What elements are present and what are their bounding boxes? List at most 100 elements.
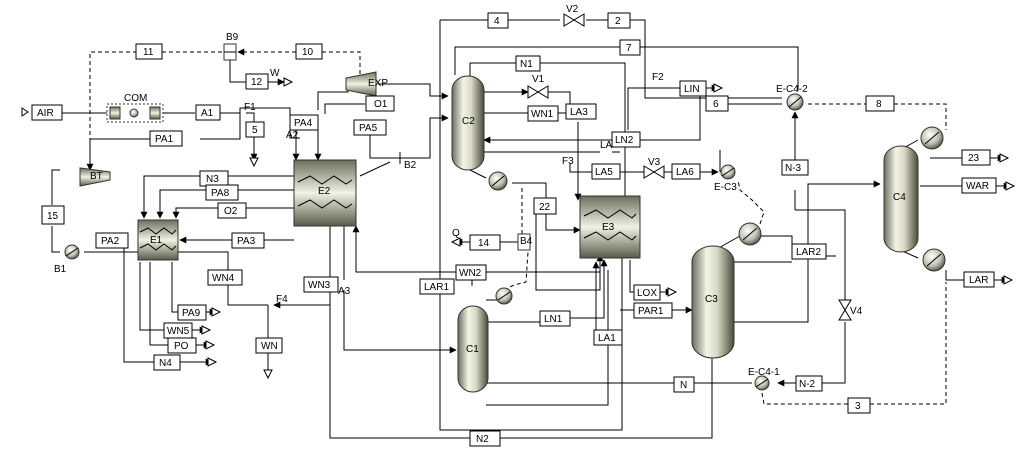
stream-box-pa9[interactable]: PA9 (177, 304, 207, 321)
stream-box-lar1[interactable]: LAR1 (419, 278, 455, 295)
valve-v4[interactable]: V4 (838, 299, 863, 321)
exchanger-ec41[interactable]: E-C4-1 (748, 367, 780, 391)
stream-box-22[interactable]: 22 (533, 197, 557, 215)
stream-line (227, 285, 268, 306)
stream-box-2[interactable]: 2 (607, 12, 631, 29)
stream-line (229, 60, 246, 83)
svg-text:PA2: PA2 (101, 236, 120, 247)
stream-box-pa2[interactable]: PA2 (95, 232, 129, 249)
stream-line (378, 83, 449, 100)
heat-exchanger-e1[interactable]: E1 (137, 219, 179, 261)
stream-box-o1[interactable]: O1 (365, 95, 395, 112)
valve-v3[interactable]: V3 (643, 157, 665, 179)
splitter-b9[interactable]: B9 (223, 32, 239, 61)
svg-text:LN2: LN2 (615, 135, 634, 146)
stream-box-10[interactable]: 10 (295, 43, 323, 60)
exchanger-ec3[interactable]: E-C3 (714, 164, 737, 193)
blower-bt[interactable]: BT (79, 167, 111, 187)
stream-box-n[interactable]: N (673, 376, 695, 393)
stream-line (200, 113, 241, 140)
stream-box-o2[interactable]: O2 (217, 202, 247, 219)
condenser-c1[interactable] (495, 287, 513, 305)
expander-exp[interactable]: EXP (345, 71, 388, 97)
stream-box-4[interactable]: 4 (487, 12, 509, 29)
reboiler-c4[interactable] (922, 248, 946, 272)
unit-label-f1: F1 (244, 102, 256, 113)
condenser-c4[interactable] (920, 126, 944, 150)
stream-box-wn1[interactable]: WN1 (527, 105, 559, 122)
stream-box-8[interactable]: 8 (865, 95, 895, 112)
svg-text:PA4: PA4 (294, 118, 313, 129)
stream-box-lin[interactable]: LIN (679, 80, 707, 97)
stream-box-la6[interactable]: LA6 (671, 163, 701, 180)
stream-box-pa1[interactable]: PA1 (149, 130, 183, 147)
stream-line (352, 225, 456, 273)
stream-box-11[interactable]: 11 (135, 43, 163, 60)
stream-box-7[interactable]: 7 (619, 39, 641, 56)
stream-box-23[interactable]: 23 (961, 149, 991, 166)
stream-box-n3b[interactable]: N-3 (781, 159, 809, 176)
stream-box-wn[interactable]: WN (255, 337, 283, 354)
stream-box-n4[interactable]: N4 (153, 354, 181, 371)
stream-box-14[interactable]: 14 (469, 234, 501, 251)
reboiler-c2[interactable] (488, 171, 508, 191)
stream-box-wn2[interactable]: WN2 (455, 264, 487, 281)
svg-text:PA1: PA1 (155, 134, 174, 145)
column-c2[interactable]: C2 (451, 75, 485, 171)
svg-text:LOX: LOX (637, 288, 657, 299)
svg-text:5: 5 (252, 125, 258, 136)
stream-box-po[interactable]: PO (167, 337, 197, 354)
stream-box-ln1[interactable]: LN1 (539, 310, 571, 327)
stream-box-pa4[interactable]: PA4 (289, 114, 319, 131)
stream-line (239, 107, 300, 139)
svg-text:PO: PO (174, 341, 189, 352)
heat-exchanger-e2[interactable]: E2 (293, 159, 357, 227)
cooler-b1[interactable]: B1 (54, 244, 80, 275)
stream-line (486, 262, 601, 273)
stream-box-par1[interactable]: PAR1 (633, 302, 673, 319)
unit-label: EXP (368, 78, 388, 89)
compressor-com[interactable]: COM (106, 93, 164, 123)
stream-box-pa5[interactable]: PA5 (353, 119, 387, 136)
unit-label-f2: F2 (652, 72, 664, 83)
stream-box-pa8[interactable]: PA8 (205, 184, 239, 201)
stream-box-wn5[interactable]: WN5 (163, 322, 193, 339)
stream-box-la1[interactable]: LA1 (593, 329, 623, 346)
stream-box-lox[interactable]: LOX (633, 284, 661, 301)
stream-line (329, 305, 470, 439)
stream-box-lar[interactable]: LAR (963, 271, 995, 288)
stream-line (469, 169, 487, 179)
svg-text:O1: O1 (374, 99, 388, 110)
stream-box-a1[interactable]: A1 (195, 104, 221, 121)
stream-box-5[interactable]: 5 (245, 121, 265, 138)
stream-box-n1[interactable]: N1 (515, 55, 541, 72)
condenser-c3[interactable] (738, 222, 762, 246)
valve-v2[interactable]: V2 (563, 4, 585, 27)
column-c4[interactable]: C4 (883, 145, 919, 253)
stream-box-6[interactable]: 6 (705, 95, 729, 112)
stream-box-wn3[interactable]: WN3 (303, 276, 339, 293)
stream-box-la5[interactable]: LA5 (591, 163, 621, 180)
stream-box-pa3[interactable]: PA3 (231, 232, 265, 249)
column-c3[interactable]: C3 (691, 245, 735, 359)
stream-box-war[interactable]: WAR (961, 177, 997, 194)
stream-box-12[interactable]: 12 (245, 73, 269, 90)
valve-v1[interactable]: V1 (527, 74, 549, 99)
stream-line (454, 46, 620, 75)
exchanger-ec42[interactable]: E-C4-2 (776, 84, 808, 111)
heat-exchanger-e3[interactable]: E3 (579, 195, 641, 259)
stream-box-n2b[interactable]: N-2 (795, 375, 823, 392)
stream-box-lar2[interactable]: LAR2 (791, 243, 827, 260)
unit-label: E-C3 (714, 182, 737, 193)
stream-box-n3[interactable]: N3 (199, 170, 229, 187)
unit-label: E-C4-2 (776, 84, 808, 95)
stream-box-n2[interactable]: N2 (469, 430, 501, 447)
stream-box-wn4[interactable]: WN4 (207, 269, 243, 286)
stream-box-15[interactable]: 15 (41, 205, 65, 225)
stream-box-3[interactable]: 3 (847, 397, 871, 414)
stream-box-air[interactable]: AIR (31, 104, 63, 121)
stream-box-ln2[interactable]: LN2 (611, 131, 641, 148)
column-c1[interactable]: C1 (457, 305, 489, 393)
splitter-b4[interactable]: B4 (517, 233, 533, 251)
stream-box-la3[interactable]: LA3 (565, 103, 597, 120)
